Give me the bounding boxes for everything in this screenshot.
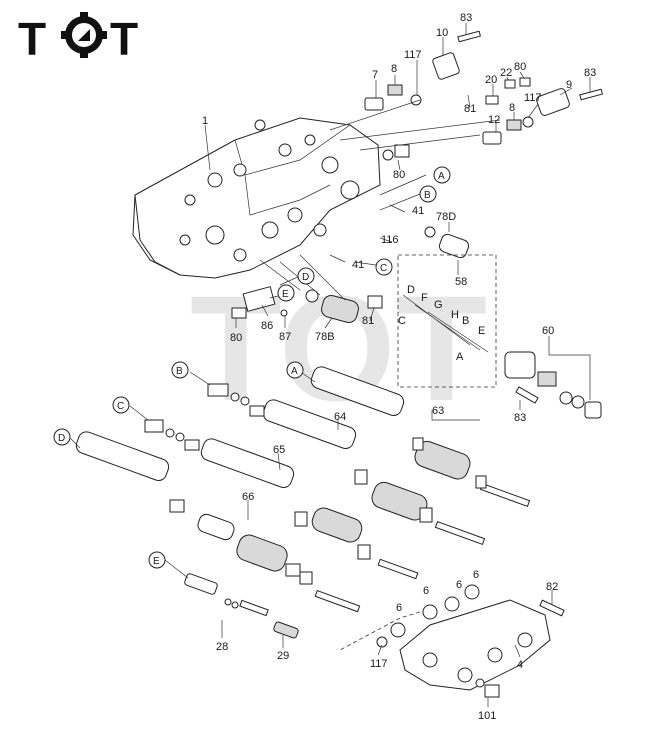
marker-a-spool: A bbox=[286, 361, 304, 379]
part-number-label: 22 bbox=[500, 67, 512, 79]
part-number-label: 41 bbox=[412, 205, 424, 217]
part-number-label: 28 bbox=[216, 641, 228, 653]
part-number-label: 81 bbox=[464, 103, 476, 115]
part-labels: 1 10 83 7 8 117 81 20 22 80 83 9 117 8 1… bbox=[202, 12, 596, 722]
upper-small-parts bbox=[329, 30, 604, 161]
part-number-label: 83 bbox=[460, 12, 472, 24]
part-number-label: 81 bbox=[362, 315, 374, 327]
part-number-label: 117 bbox=[370, 658, 388, 670]
part-number-label: 65 bbox=[273, 444, 285, 456]
svg-text:D: D bbox=[302, 272, 309, 283]
svg-text:E: E bbox=[282, 289, 289, 300]
marker-d-spool: D bbox=[53, 428, 71, 446]
spool-row-e bbox=[184, 573, 299, 639]
port-a: A bbox=[456, 351, 464, 363]
part-number-label: 116 bbox=[381, 234, 399, 246]
watermark-text: TOT bbox=[190, 264, 487, 432]
part-number-label: 9 bbox=[566, 79, 572, 91]
port-g: G bbox=[434, 299, 443, 311]
part-number-label: 12 bbox=[488, 114, 500, 126]
marker-b-spool: B bbox=[171, 361, 189, 379]
port-b: B bbox=[462, 315, 469, 327]
part-number-label: 8 bbox=[509, 102, 515, 114]
part-number-label: 20 bbox=[485, 74, 497, 86]
part-number-label: 86 bbox=[261, 320, 273, 332]
part-number-label: 29 bbox=[277, 650, 289, 662]
port-letters: D F G H B E C A bbox=[398, 284, 485, 363]
logo-letter-left: T bbox=[18, 13, 47, 65]
spool-row-c bbox=[144, 419, 486, 546]
spool-row-b bbox=[207, 383, 265, 417]
right-assemblies bbox=[397, 226, 602, 419]
middle-left-parts bbox=[231, 254, 383, 323]
part-number-label: 6 bbox=[473, 569, 479, 581]
part-number-label: 83 bbox=[514, 412, 526, 424]
gear-icon bbox=[61, 12, 107, 58]
marker-a-top: A bbox=[433, 166, 451, 184]
brand-logo: T T bbox=[18, 12, 139, 65]
svg-text:C: C bbox=[380, 263, 387, 274]
port-h: H bbox=[451, 309, 459, 321]
part-number-label: 78D bbox=[436, 211, 456, 223]
part-number-label: 80 bbox=[230, 332, 242, 344]
svg-text:A: A bbox=[291, 366, 298, 377]
port-e: E bbox=[478, 325, 485, 337]
part-number-label: 66 bbox=[242, 491, 254, 503]
part-number-label: 83 bbox=[584, 67, 596, 79]
marker-e-spool: E bbox=[148, 551, 166, 569]
part-number-label: 41 bbox=[352, 259, 364, 271]
marker-c-top: C bbox=[375, 258, 393, 276]
svg-text:B: B bbox=[176, 366, 183, 377]
part-number-label: 4 bbox=[517, 659, 523, 671]
logo-letter-right: T bbox=[110, 13, 139, 65]
marker-b-top: B bbox=[419, 185, 437, 203]
part-number-label: 1 bbox=[202, 115, 208, 127]
part-number-label: 10 bbox=[436, 27, 448, 39]
port-c: C bbox=[398, 315, 406, 327]
part-number-label: 117 bbox=[524, 92, 542, 104]
svg-text:A: A bbox=[438, 171, 445, 182]
bottom-cover bbox=[376, 584, 565, 698]
part-number-label: 6 bbox=[456, 579, 462, 591]
part-number-label: 101 bbox=[478, 710, 496, 722]
part-number-label: 6 bbox=[396, 602, 402, 614]
port-f: F bbox=[421, 292, 428, 304]
svg-text:E: E bbox=[153, 556, 160, 567]
part-number-label: 64 bbox=[334, 411, 346, 423]
part-number-label: 117 bbox=[404, 49, 422, 61]
marker-c-spool: C bbox=[112, 396, 130, 414]
valve-body bbox=[132, 117, 381, 279]
part-number-label: 7 bbox=[372, 69, 378, 81]
part-number-label: 6 bbox=[423, 585, 429, 597]
part-number-label: 87 bbox=[279, 331, 291, 343]
part-number-label: 80 bbox=[393, 169, 405, 181]
circle-markers: A B C D E B A C D E bbox=[53, 166, 451, 569]
svg-text:B: B bbox=[424, 190, 431, 201]
svg-text:D: D bbox=[58, 433, 65, 444]
marker-e-top: E bbox=[277, 284, 295, 302]
svg-text:C: C bbox=[117, 401, 124, 412]
part-number-label: 60 bbox=[542, 325, 554, 337]
part-number-label: 78B bbox=[315, 331, 335, 343]
marker-d-top: D bbox=[297, 267, 315, 285]
spool-row-d bbox=[75, 431, 419, 613]
part-number-label: 58 bbox=[455, 276, 467, 288]
spool-row-a bbox=[262, 366, 531, 508]
part-number-label: 63 bbox=[432, 405, 444, 417]
part-number-label: 82 bbox=[546, 581, 558, 593]
part-number-label: 80 bbox=[514, 61, 526, 73]
part-number-label: 8 bbox=[391, 63, 397, 75]
port-d: D bbox=[407, 284, 415, 296]
